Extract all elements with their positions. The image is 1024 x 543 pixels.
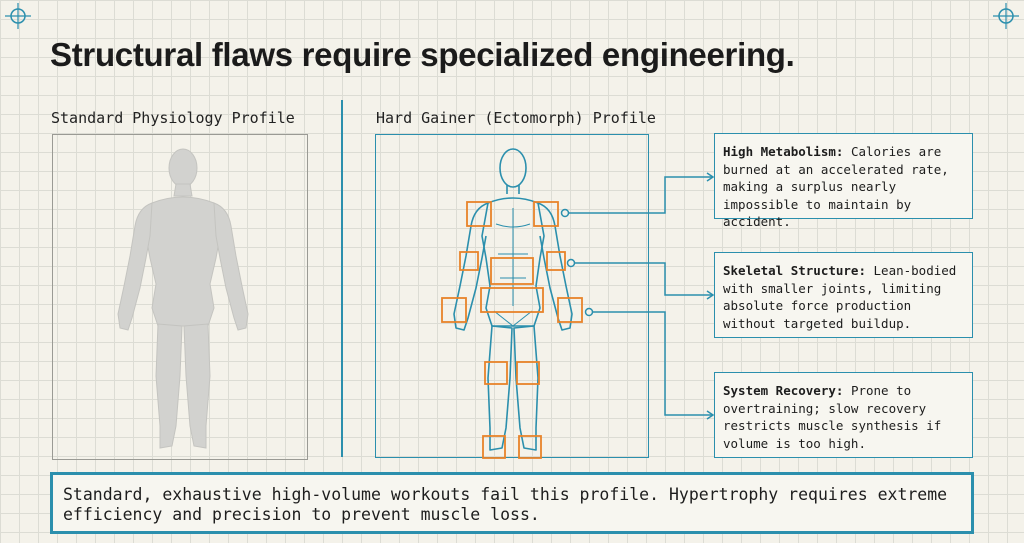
hard-gainer-body-figure-icon <box>441 148 583 459</box>
hard-gainer-profile-frame <box>375 134 649 458</box>
callout-heading: System Recovery: <box>723 383 844 398</box>
callout-body: Prone to overtraining; slow recovery res… <box>723 383 942 451</box>
callout-body: Calories are burned at an accelerated ra… <box>723 144 949 229</box>
crosshair-top-right-icon <box>993 3 1019 29</box>
page-title: Structural flaws require specialized eng… <box>50 36 795 73</box>
callout-skeletal-structure: Skeletal Structure: Lean-bodied with sma… <box>714 252 973 338</box>
hard-gainer-profile-label: Hard Gainer (Ectomorph) Profile <box>376 109 656 127</box>
callout-body: Lean-bodied with smaller joints, limitin… <box>723 263 957 331</box>
standard-body-figure-icon <box>117 148 249 449</box>
callout-system-recovery: System Recovery: Prone to overtraining; … <box>714 372 973 458</box>
section-divider <box>341 100 343 457</box>
callout-heading: Skeletal Structure: <box>723 263 866 278</box>
footer-note: Standard, exhaustive high-volume workout… <box>50 472 974 534</box>
callout-high-metabolism: High Metabolism: Calories are burned at … <box>714 133 973 229</box>
standard-profile-label: Standard Physiology Profile <box>51 109 295 127</box>
callout-heading: High Metabolism: <box>723 144 844 159</box>
standard-profile-frame <box>52 134 308 460</box>
crosshair-top-left-icon <box>5 3 31 29</box>
footer-text: Standard, exhaustive high-volume workout… <box>63 485 948 524</box>
